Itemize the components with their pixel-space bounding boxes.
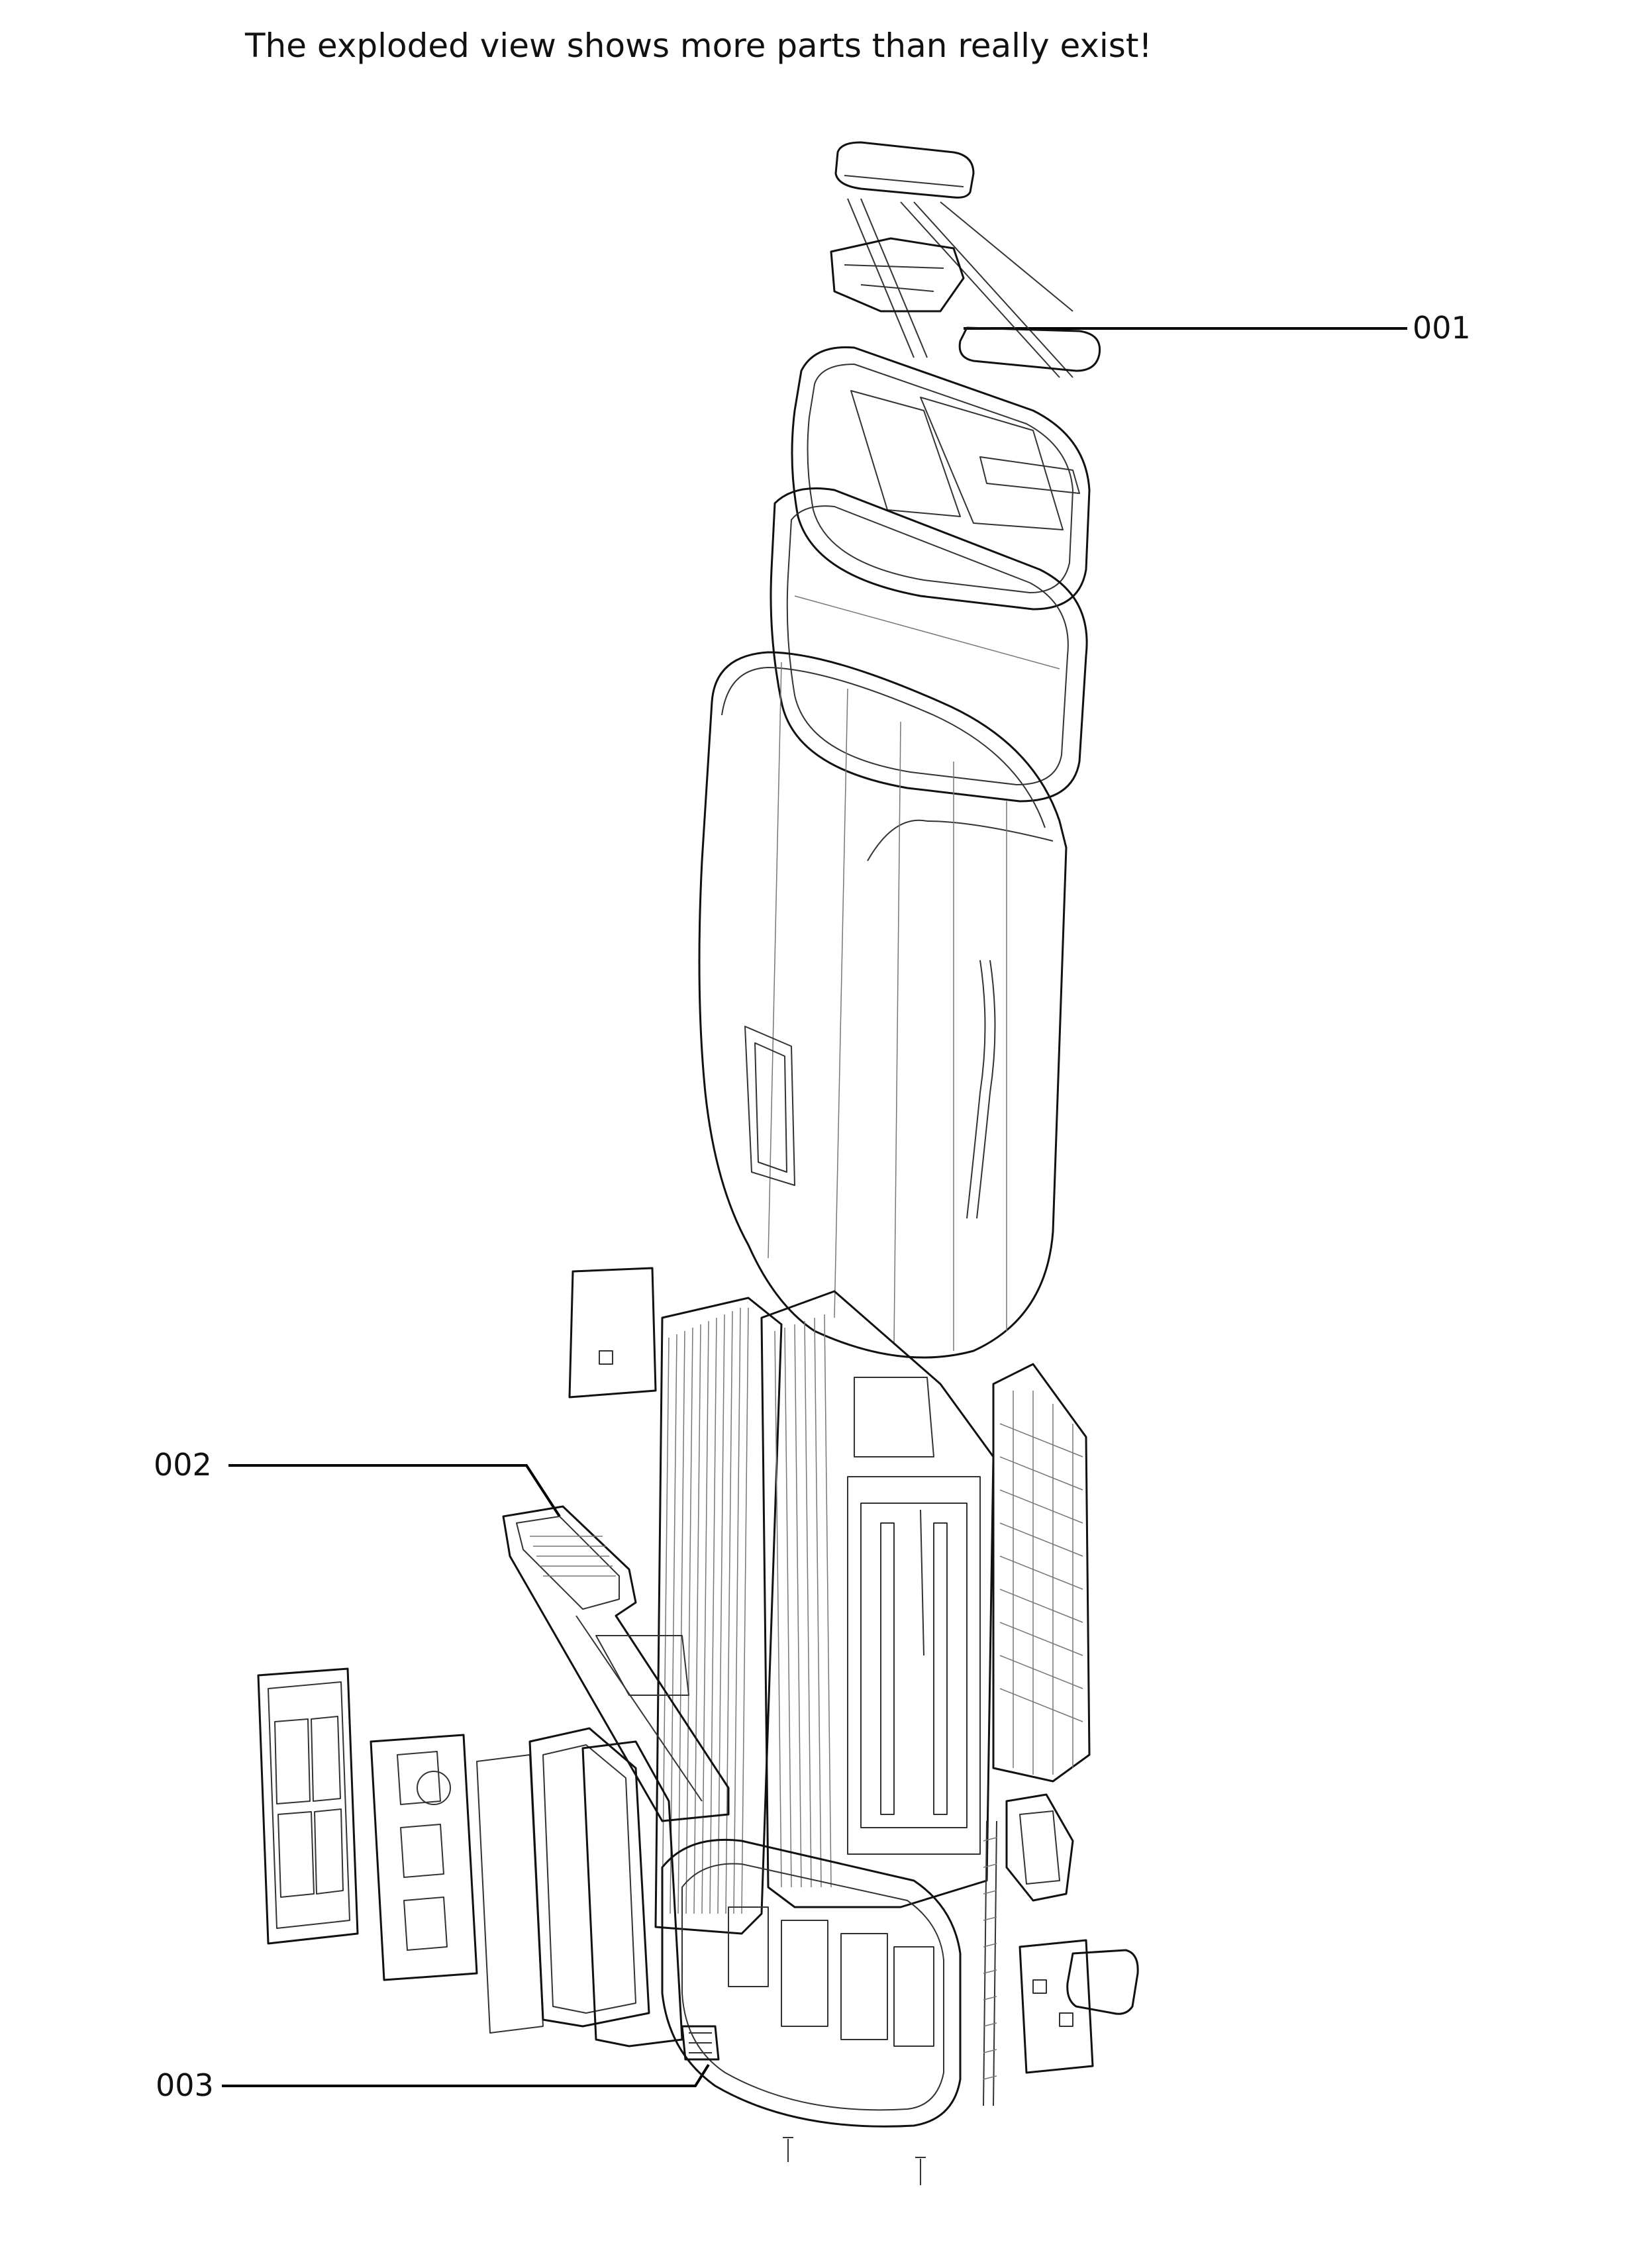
callout-leader-002: [228, 1464, 561, 1518]
lever-mechanism-part: [1005, 1793, 1074, 1902]
callout-label-003: 003: [156, 2067, 214, 2103]
side-panel-part: [581, 1740, 683, 2047]
screw-part: [783, 2137, 926, 2185]
outer-housing-part: [698, 651, 1068, 1359]
top-frame-ring-part: [770, 487, 1088, 803]
control-faceplate-part: [257, 1667, 359, 1945]
slide-plate-part: [1019, 1939, 1094, 2074]
lever-knob-part: [958, 326, 1101, 372]
top-cover-part: [791, 346, 1091, 611]
power-connector-part: [681, 2025, 720, 2061]
inner-chassis-part: [760, 1290, 995, 1908]
diagram-caption: The exploded view shows more parts than …: [245, 26, 1152, 65]
base-tray-part: [661, 1838, 962, 2128]
heating-grille-right-part: [992, 1363, 1091, 1783]
control-pcb-part: [370, 1734, 478, 1981]
insulation-sheet-part: [476, 1727, 650, 2034]
heating-grille-left-part: [654, 1297, 783, 1935]
lever-knob-bottom-part: [1066, 1949, 1139, 2015]
lever-bracket-part: [830, 237, 965, 313]
callout-label-001: 001: [1413, 310, 1471, 346]
top-handle-part: [834, 141, 975, 199]
spring-coil-part: [983, 1820, 997, 2106]
callout-leader-003: [222, 2063, 710, 2087]
small-panel-part: [568, 1267, 657, 1399]
callout-label-002: 002: [154, 1447, 212, 1483]
crumb-tray-part: [502, 1505, 730, 1822]
spring-rods-part: [847, 198, 1073, 378]
